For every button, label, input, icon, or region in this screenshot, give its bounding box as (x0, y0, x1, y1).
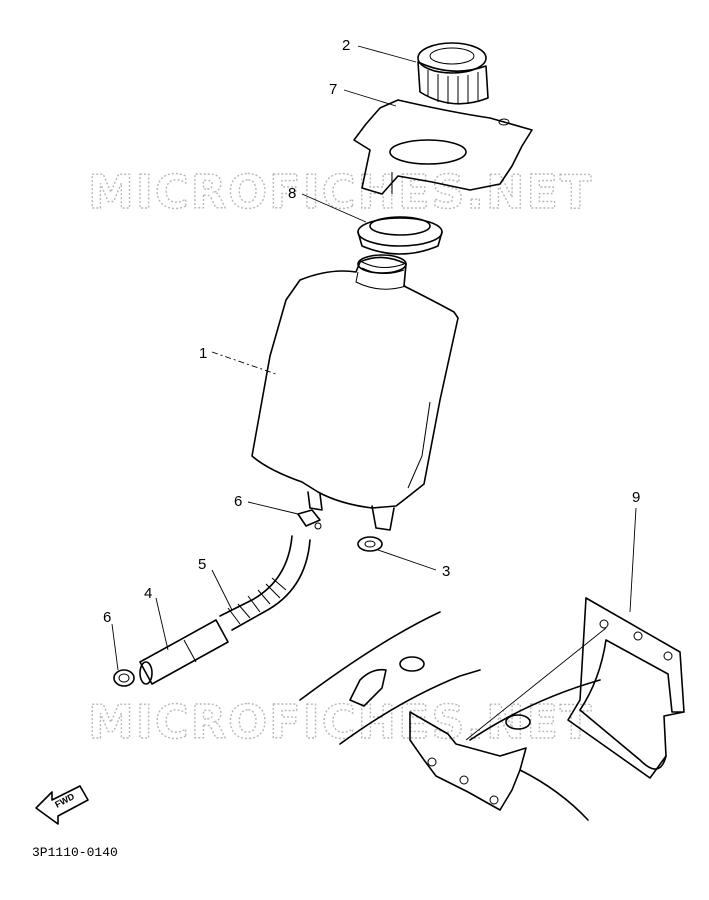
callout-8: 8 (288, 185, 296, 202)
hose-part (219, 535, 311, 631)
callout-3: 3 (442, 563, 450, 580)
watermark-bottom: MICROFICHES.NET (88, 695, 593, 749)
hose-clip-lower-part (113, 669, 135, 687)
filler-cap-part (417, 42, 489, 105)
mounting-plate-part (353, 99, 533, 195)
grommet-part (357, 216, 443, 255)
leader-lines (111, 45, 637, 741)
callout-2: 2 (342, 37, 350, 54)
diagram-code: 3P1110-0140 (32, 845, 118, 860)
hose-clip-upper-part (297, 509, 322, 530)
forward-arrow-icon: FWD (35, 785, 89, 825)
callout-5: 5 (198, 556, 206, 573)
reservoir-tank-part (251, 254, 459, 531)
callout-6-lower: 6 (103, 609, 111, 626)
callout-7: 7 (329, 81, 337, 98)
bracket-part (567, 597, 685, 779)
callout-6-upper: 6 (234, 493, 242, 510)
callout-1: 1 (199, 345, 207, 362)
pipe-part (139, 619, 229, 685)
forward-arrow-label: FWD (53, 791, 76, 810)
clip-part-3 (357, 536, 383, 552)
callout-4: 4 (144, 585, 152, 602)
frame-outline (299, 611, 601, 821)
callout-9: 9 (632, 489, 640, 506)
